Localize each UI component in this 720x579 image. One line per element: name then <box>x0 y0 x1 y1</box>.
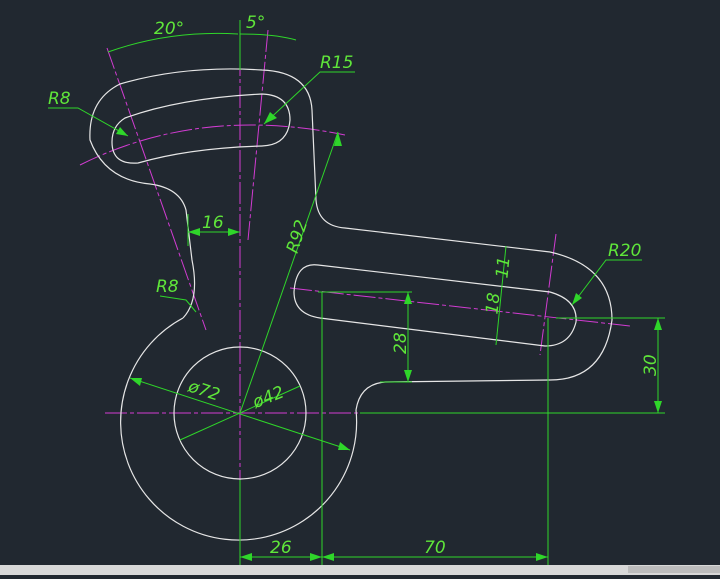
angle-5-arc <box>239 33 297 41</box>
r15-label: R15 <box>320 53 353 73</box>
angle-5-label: 5° <box>246 13 265 33</box>
h30-label: 30 <box>641 354 661 376</box>
r92-label: R92 <box>283 218 312 256</box>
w16-label: 16 <box>202 213 224 233</box>
arrowheads <box>116 112 662 561</box>
d42-line <box>179 385 301 441</box>
lower-slot <box>293 264 577 347</box>
r8-top-label: R8 <box>48 89 71 109</box>
r8-mid-leader <box>159 295 197 313</box>
dimension-lines <box>48 20 665 565</box>
r8-mid-label: R8 <box>156 277 179 297</box>
r92-line <box>239 131 339 414</box>
upper-outline <box>89 68 551 319</box>
outer-circle-arc <box>120 317 358 541</box>
slot-arc-centerline <box>79 124 346 166</box>
angle-20-label: 20° <box>154 19 184 39</box>
h18-label: 18 <box>482 292 504 316</box>
d72-label: ø72 <box>185 376 223 405</box>
part-outline <box>89 68 613 541</box>
hole-circle <box>173 346 307 480</box>
slot-left-axis <box>106 47 207 331</box>
dim-11-18-line <box>495 245 507 346</box>
d42-label: ø42 <box>249 382 287 413</box>
status-bar-cell <box>628 566 720 573</box>
h11-label: 11 <box>492 256 514 280</box>
r15-leader <box>263 71 355 125</box>
d72-line <box>129 377 351 451</box>
lower-slot-centerline <box>289 287 631 327</box>
r20-center-vertical <box>539 233 557 356</box>
r20-label: R20 <box>608 241 641 261</box>
w26-label: 26 <box>270 538 292 558</box>
angle-20-arc <box>107 32 239 53</box>
slot-right-axis <box>247 29 269 241</box>
r20-leader <box>571 259 642 306</box>
right-lobe-outline <box>355 251 613 411</box>
r8-top-leader <box>48 107 129 137</box>
upper-slot <box>111 93 291 164</box>
dimension-texts: 20° 5° R15 R8 R8 R92 16 ø72 ø42 R20 11 1… <box>48 13 661 558</box>
status-bar <box>0 565 720 575</box>
w70-label: 70 <box>424 538 446 558</box>
h28-label: 28 <box>391 332 411 354</box>
